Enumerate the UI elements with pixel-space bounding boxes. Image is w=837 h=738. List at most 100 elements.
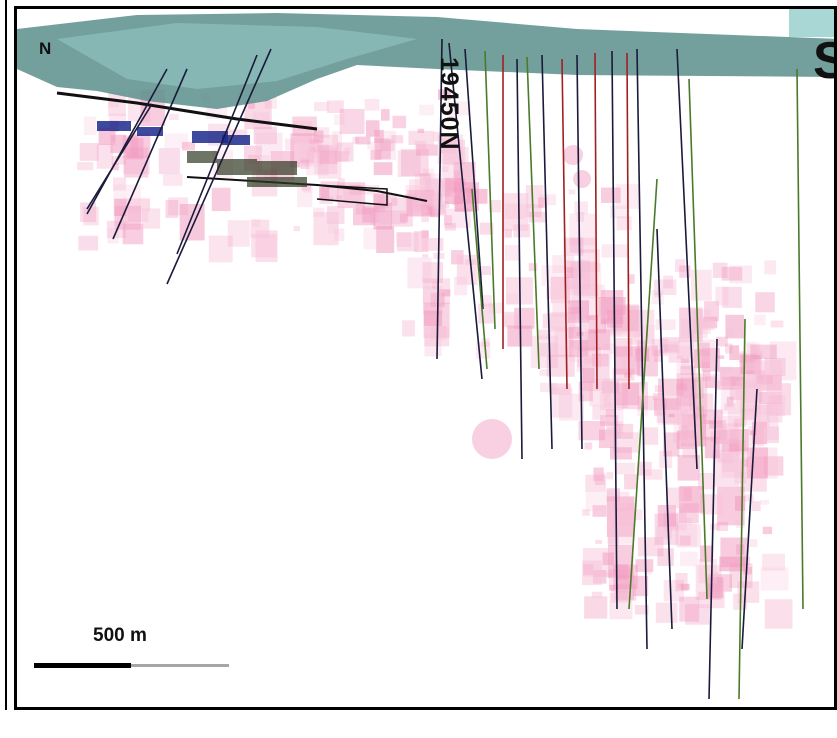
drillhole-trace <box>708 338 718 700</box>
assay-block <box>538 197 548 208</box>
assay-block <box>721 266 743 281</box>
assay-block <box>615 383 640 406</box>
assay-block <box>125 198 151 212</box>
assay-block <box>574 201 588 215</box>
assay-block <box>601 571 613 578</box>
assay-block <box>677 524 701 548</box>
assay-block <box>293 226 300 232</box>
assay-block <box>727 410 747 427</box>
assay-block <box>691 417 700 425</box>
assay-block <box>734 471 746 484</box>
assay-block <box>586 316 595 321</box>
assay-block <box>720 387 743 415</box>
assay-block <box>751 501 761 512</box>
assay-block <box>760 500 770 505</box>
frame-edge-line <box>5 0 7 738</box>
assay-block <box>355 136 371 145</box>
assay-block <box>169 113 179 121</box>
assay-block <box>707 574 732 592</box>
drillhole-trace <box>448 42 483 380</box>
assay-block <box>680 364 691 370</box>
drillhole-trace <box>526 56 540 370</box>
assay-block <box>725 314 744 339</box>
stope-block <box>192 131 228 143</box>
assay-block <box>252 218 261 228</box>
assay-block <box>679 486 704 513</box>
assay-block <box>622 355 643 368</box>
assay-block <box>720 367 743 386</box>
assay-block <box>456 179 466 186</box>
assay-block <box>749 430 757 436</box>
assay-block <box>326 100 344 113</box>
assay-block <box>391 198 413 227</box>
assay-block <box>255 230 278 263</box>
assay-block <box>654 385 664 393</box>
assay-block <box>676 391 684 396</box>
assay-block <box>111 156 127 165</box>
assay-block <box>373 193 398 206</box>
assay-block <box>301 148 314 166</box>
topographic-surface <box>17 13 834 109</box>
assay-block <box>112 163 119 171</box>
assay-block <box>679 596 700 622</box>
assay-block <box>616 216 632 231</box>
drillhole-trace <box>176 54 258 255</box>
assay-block <box>381 109 390 121</box>
assay-block <box>698 559 717 584</box>
assay-block <box>654 349 663 363</box>
drillhole-trace <box>86 68 168 215</box>
assay-block <box>693 339 716 362</box>
page-margin <box>0 0 8 738</box>
assay-block <box>616 462 636 475</box>
cross-section-view: N S 19450N 500 m <box>14 6 837 710</box>
assay-block <box>559 393 585 421</box>
assay-block <box>582 509 590 516</box>
assay-block <box>570 237 597 253</box>
assay-block <box>427 206 437 215</box>
assay-block <box>617 511 634 536</box>
assay-block <box>444 215 453 226</box>
assay-block <box>506 293 519 305</box>
assay-block <box>546 286 571 300</box>
assay-block <box>584 442 593 450</box>
assay-block <box>344 147 351 155</box>
drillhole-trace <box>688 78 708 600</box>
assay-block <box>442 201 450 209</box>
assay-block <box>334 151 349 162</box>
assay-block <box>609 584 618 591</box>
assay-block <box>608 544 634 578</box>
assay-block <box>677 455 700 481</box>
assay-block <box>715 286 729 306</box>
stope-block <box>187 151 217 163</box>
assay-block <box>609 593 633 620</box>
drillhole-trace <box>738 318 746 700</box>
assay-block <box>701 420 727 441</box>
drillhole-trace <box>636 48 648 650</box>
assay-block <box>636 345 658 377</box>
assay-block <box>481 338 490 347</box>
assay-block <box>432 281 439 289</box>
assay-block <box>417 128 425 133</box>
assay-block <box>752 421 767 445</box>
assay-block <box>314 143 323 150</box>
assay-block <box>677 583 684 589</box>
assay-block <box>635 559 654 572</box>
assay-block <box>373 202 393 230</box>
assay-block <box>746 447 768 479</box>
assay-block <box>643 469 663 480</box>
assay-block <box>716 379 731 390</box>
assay-block <box>488 302 504 314</box>
assay-block <box>585 490 614 512</box>
stope-block <box>137 127 163 136</box>
assay-block <box>426 198 438 210</box>
assay-block <box>589 378 611 407</box>
assay-block <box>320 181 339 200</box>
assay-block <box>677 390 704 426</box>
assay-block <box>83 206 99 226</box>
assay-block <box>655 602 678 623</box>
assay-block <box>502 311 516 327</box>
assay-block <box>755 292 775 313</box>
assay-block <box>667 487 684 509</box>
assay-block <box>83 116 97 136</box>
assay-block <box>370 149 382 160</box>
